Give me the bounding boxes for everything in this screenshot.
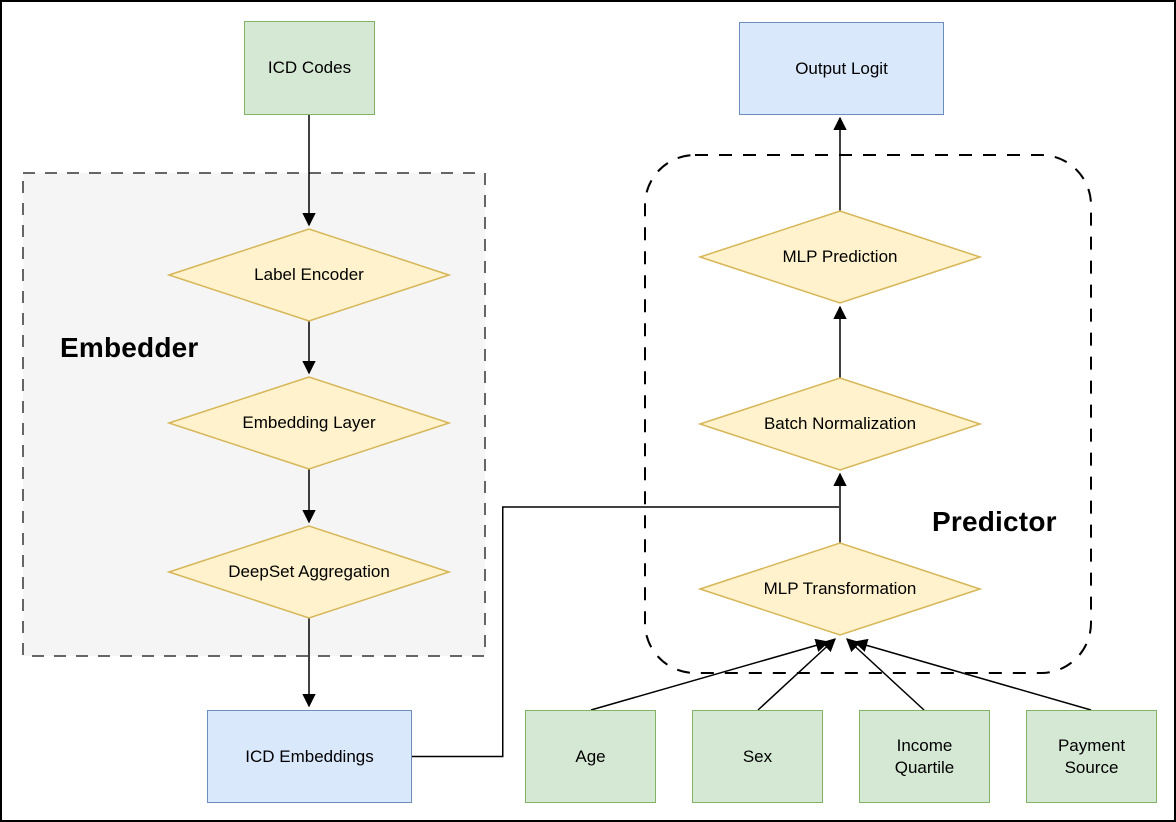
diamond-mlp-transformation [697, 542, 983, 636]
node-output-logit-label: Output Logit [795, 58, 888, 78]
node-icd-codes: ICD Codes [244, 21, 375, 115]
diamond-embedding-layer-label: Embedding Layer [242, 413, 376, 432]
node-icd-embeddings: ICD Embeddings [207, 710, 412, 803]
edge-paymentsource-to-mlptransformation [853, 638, 1092, 711]
diamond-label-encoder-label: Label Encoder [254, 265, 364, 284]
edge-age-to-mlptransformation [590, 638, 830, 711]
node-payment-source-label: Payment Source [1057, 736, 1126, 777]
diamond-batch-normalization [697, 377, 983, 471]
node-icd-codes-label: ICD Codes [267, 58, 352, 78]
node-output-logit: Output Logit [739, 22, 944, 115]
node-sex-label: Sex [742, 746, 773, 766]
node-icd-embeddings-label: ICD Embeddings [245, 746, 374, 766]
diamond-embedding-layer [166, 376, 452, 470]
predictor-group-box [644, 154, 1092, 674]
diamond-mlp-transformation-label: MLP Transformation [763, 579, 917, 598]
node-income-quartile: Income Quartile [859, 710, 990, 803]
node-payment-source: Payment Source [1026, 710, 1157, 803]
node-age-label: Age [575, 746, 606, 766]
edge-incomequartile-to-mlptransformation [846, 638, 925, 711]
diamond-label-encoder [166, 228, 452, 322]
diamond-deepset-aggregation [166, 525, 452, 619]
diamond-mlp-prediction-label: MLP Prediction [782, 247, 898, 266]
diamond-mlp-prediction [697, 210, 983, 304]
node-age: Age [525, 710, 656, 803]
node-sex: Sex [692, 710, 823, 803]
edge-icdembeddings-to-batchnorm [412, 506, 839, 758]
predictor-group-title: Predictor [932, 506, 1057, 537]
embedder-group-title: Embedder [60, 332, 199, 363]
node-income-quartile-label: Income Quartile [894, 736, 955, 777]
diamond-deepset-aggregation-label: DeepSet Aggregation [228, 562, 390, 581]
edge-sex-to-mlptransformation [757, 638, 836, 711]
diamond-batch-normalization-label: Batch Normalization [763, 414, 917, 433]
